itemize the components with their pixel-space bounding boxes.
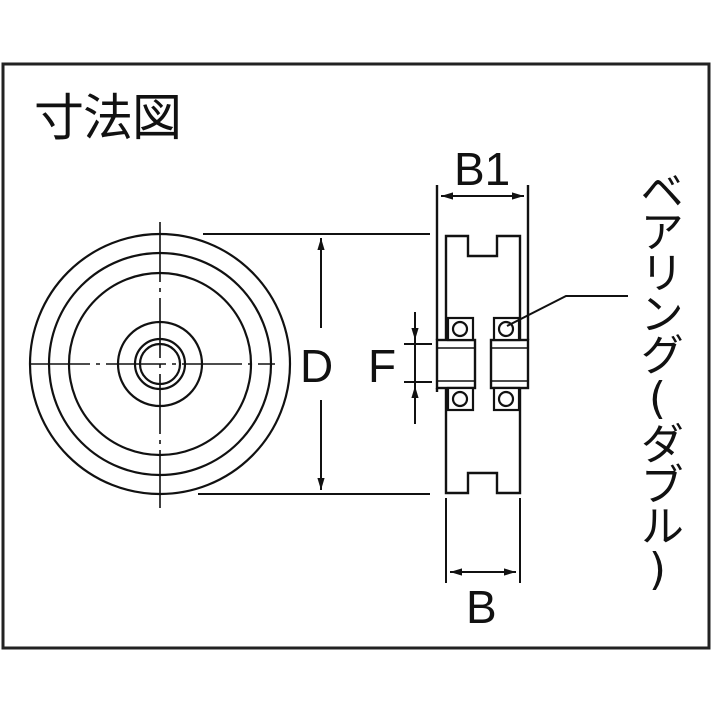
center-lines bbox=[30, 222, 275, 508]
bearings bbox=[446, 316, 521, 412]
label-d: D bbox=[300, 340, 334, 392]
bearing-lower-left bbox=[446, 386, 475, 412]
label-f: F bbox=[368, 340, 397, 392]
bearing-upper-left bbox=[446, 316, 475, 342]
label-bearing-double: ベアリング(ダブル) bbox=[632, 168, 683, 592]
dimension-b bbox=[445, 498, 521, 583]
drawing-title: 寸法図 bbox=[34, 89, 182, 147]
dimension-d bbox=[198, 233, 430, 495]
bearing-lower-right bbox=[492, 386, 521, 412]
label-b: B bbox=[466, 581, 497, 633]
drawing-frame bbox=[1, 62, 711, 650]
label-b1: B1 bbox=[454, 143, 511, 195]
dimension-f bbox=[404, 312, 432, 424]
bearing-leader-line bbox=[506, 295, 628, 327]
